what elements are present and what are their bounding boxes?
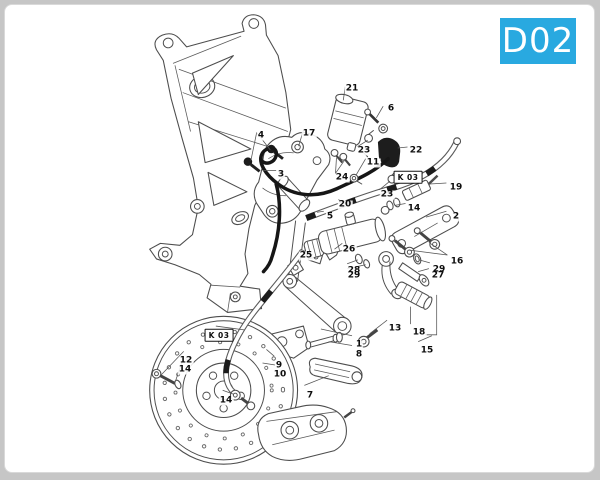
part-callout-14: 14 (177, 364, 193, 375)
part-callout-6: 6 (386, 103, 396, 114)
part-callout-17: 17 (301, 128, 317, 139)
part-callout-8: 8 (354, 349, 364, 360)
part-callout-28: 28 (346, 265, 362, 276)
part-callout-19: 19 (448, 182, 464, 193)
exploded-drawing (149, 14, 462, 465)
part-callout-24: 24 (334, 172, 350, 183)
part-callout-7: 7 (305, 390, 315, 401)
socket-bolts-drawing (388, 227, 441, 258)
part-callout-10: 10 (272, 369, 288, 380)
part-callout-26: 26 (341, 244, 357, 255)
part-callout-29: 29 (346, 270, 362, 281)
part-callout-21: 21 (344, 83, 360, 94)
page-code-badge: D02 (500, 18, 576, 64)
part-callout-27: 27 (430, 270, 446, 281)
fluid-reservoir-drawing (243, 93, 401, 173)
diagram-ref-K03[interactable]: K 03 (204, 328, 234, 342)
part-callout-14: 14 (406, 203, 422, 214)
part-callout-3: 3 (276, 169, 286, 180)
part-callout-16: 16 (449, 256, 465, 267)
frame-plate-drawing (149, 14, 292, 313)
part-callout-2: 2 (451, 211, 461, 222)
part-callout-9: 9 (274, 360, 284, 371)
part-callout-5: 5 (325, 211, 335, 222)
caliper-hose-drawing (151, 249, 305, 411)
part-callout-22: 22 (408, 145, 424, 156)
part-callout-11: 11 (365, 157, 381, 168)
part-callout-1: 1 (354, 339, 364, 350)
hose-fitting-drawing (401, 174, 439, 201)
part-callout-13: 13 (387, 323, 403, 334)
part-callout-25: 25 (298, 250, 314, 261)
part-callout-23: 23 (379, 189, 395, 200)
brake-caliper-drawing (257, 404, 356, 461)
part-callout-15: 15 (419, 345, 435, 356)
reservoir-hose-drawing (259, 146, 390, 274)
part-callout-14: 14 (218, 395, 234, 406)
lever-footpeg-drawing (357, 251, 438, 348)
heel-guard-bracket-drawing (253, 131, 331, 284)
part-callout-18: 18 (411, 327, 427, 338)
part-callout-4: 4 (256, 130, 266, 141)
part-callout-12: 12 (178, 355, 194, 366)
part-callout-23: 23 (356, 145, 372, 156)
part-callout-29: 29 (431, 264, 447, 275)
diagram-ref-K03[interactable]: K 03 (393, 170, 423, 184)
part-callout-20: 20 (337, 199, 353, 210)
